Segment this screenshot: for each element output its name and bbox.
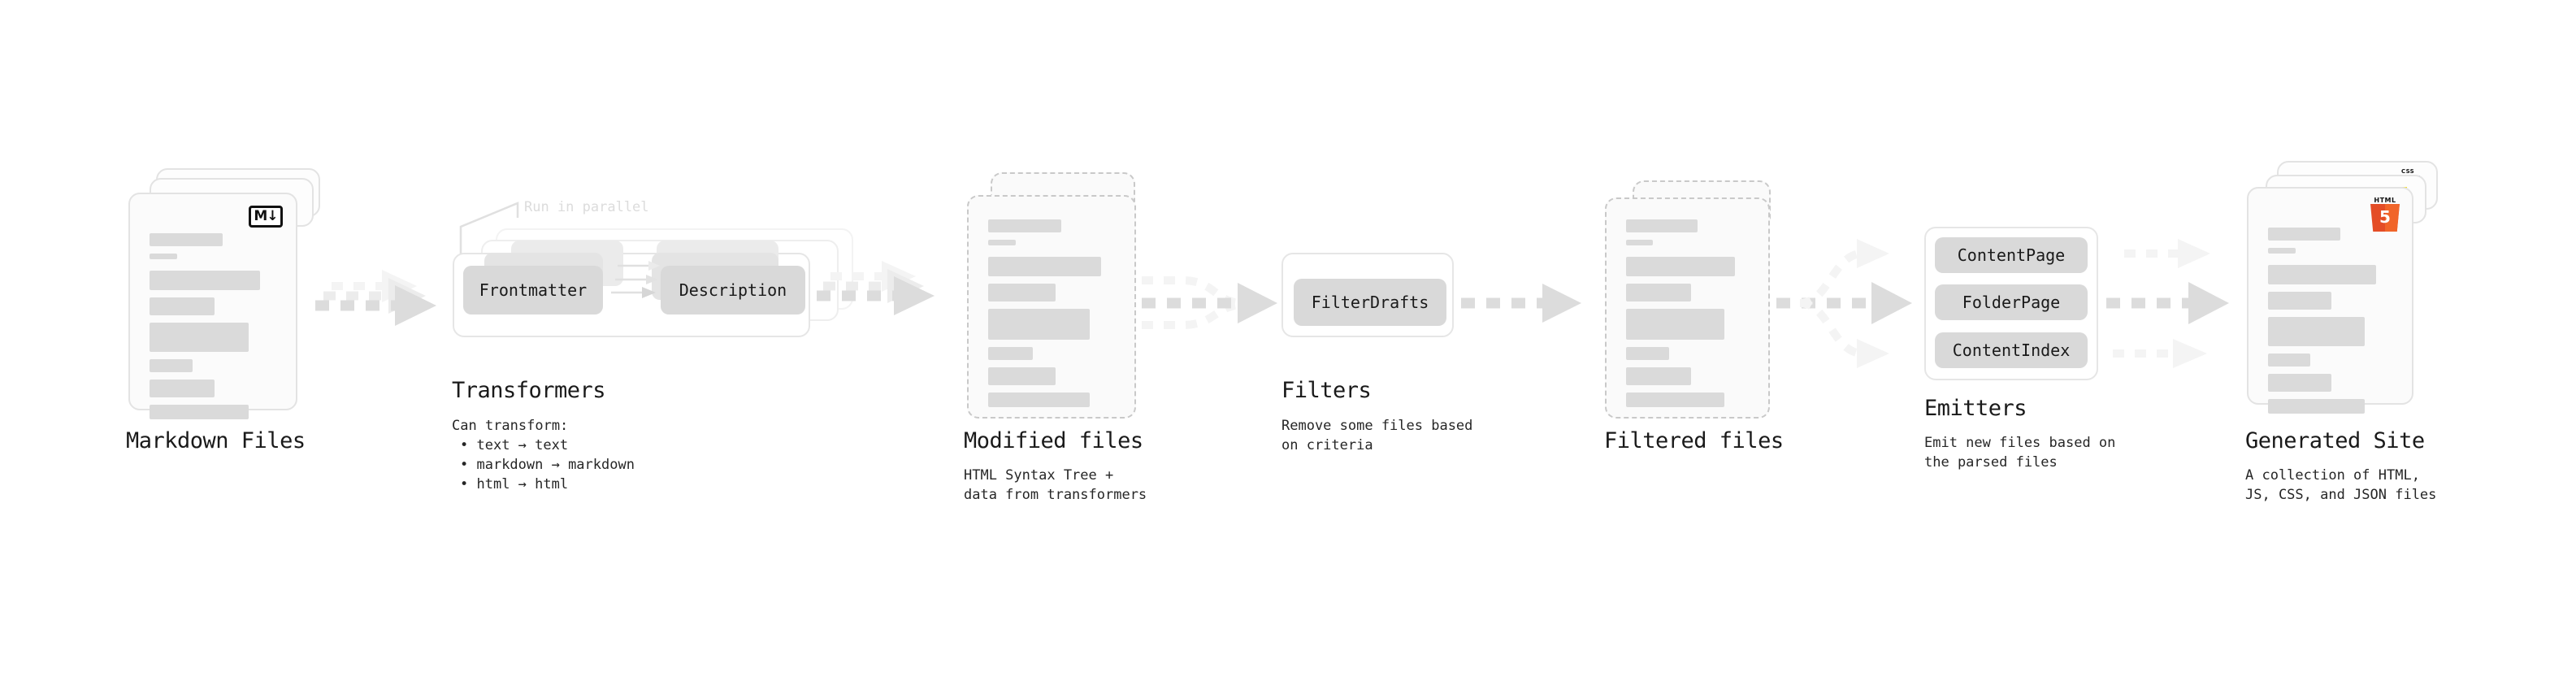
stage-caption-filtered-files: Filtered files	[1604, 428, 1784, 453]
transformers-bullet: text → text	[460, 436, 635, 455]
stage-caption-generated-site: Generated Site	[2245, 428, 2425, 453]
emitters-description: Emit new files based on the parsed files	[1924, 435, 2116, 471]
skeleton-lines	[2268, 228, 2392, 421]
skeleton-line	[2268, 248, 2296, 254]
connector-emitters-to-generated	[2106, 239, 2229, 368]
transformer-pill-frontmatter[interactable]: Frontmatter	[463, 266, 603, 314]
skeleton-line	[2268, 399, 2366, 414]
skeleton-line	[150, 405, 249, 419]
skeleton-line	[150, 254, 178, 259]
skeleton-line	[988, 347, 1033, 360]
stage-caption-filters: Filters	[1281, 378, 1372, 403]
skeleton-line	[988, 393, 1090, 407]
connector-modified-to-filters	[1142, 276, 1277, 329]
skeleton-line	[1626, 240, 1654, 245]
emitter-pill-folderpage[interactable]: FolderPage	[1935, 284, 2088, 320]
skeleton-line	[2268, 354, 2311, 367]
markdown-badge: M↓	[249, 206, 283, 228]
filter-pill-filterdrafts[interactable]: FilterDrafts	[1294, 279, 1446, 326]
skeleton-line	[2268, 317, 2366, 346]
emitter-pill-contentpage[interactable]: ContentPage	[1935, 237, 2088, 273]
stage-caption-transformers: Transformers	[452, 378, 606, 403]
skeleton-line	[2268, 292, 2332, 310]
skeleton-line	[2268, 374, 2332, 392]
skeleton-line	[988, 284, 1056, 301]
skeleton-line	[988, 257, 1101, 276]
skeleton-lines	[150, 233, 276, 427]
filters-description: Remove some files based on criteria	[1281, 418, 1473, 453]
transformers-bullet: html → html	[460, 475, 635, 494]
skeleton-line	[150, 297, 215, 315]
transformer-pill-description[interactable]: Description	[661, 266, 805, 314]
modified-file-card-front	[967, 195, 1136, 419]
skeleton-line	[150, 380, 215, 397]
skeleton-line	[988, 367, 1056, 385]
skeleton-line	[1626, 284, 1692, 301]
generated-site-description: A collection of HTML, JS, CSS, and JSON …	[2245, 467, 2437, 503]
skeleton-lines	[1626, 219, 1749, 414]
stage-caption-emitters: Emitters	[1924, 396, 2027, 421]
stage-caption-modified-files: Modified files	[964, 428, 1143, 453]
skeleton-line	[2268, 265, 2377, 284]
skeleton-line	[1626, 219, 1698, 232]
skeleton-line	[1626, 257, 1736, 276]
modified-files-description: HTML Syntax Tree + data from transformer…	[964, 467, 1147, 503]
skeleton-line	[988, 219, 1062, 232]
skeleton-line	[150, 323, 249, 352]
skeleton-line	[150, 233, 223, 246]
transformers-bullet: markdown → markdown	[460, 455, 634, 475]
html5-badge: HTML 5	[2370, 197, 2400, 232]
connector-filters-to-filtered	[1461, 284, 1581, 323]
emitter-pill-contentindex[interactable]: ContentIndex	[1935, 332, 2088, 368]
transformers-bullet-list: text → text markdown → markdown html → h…	[452, 436, 635, 494]
filtered-file-card-front	[1605, 197, 1770, 419]
generated-file-card-front: HTML 5	[2247, 187, 2413, 414]
skeleton-line	[1626, 393, 1724, 407]
skeleton-line	[988, 309, 1090, 340]
connector-filtered-to-emitters	[1776, 239, 1912, 368]
transformers-description: Can transform:	[452, 418, 569, 434]
stage-caption-markdown-files: Markdown Files	[126, 428, 306, 453]
markdown-file-card-front: M↓	[128, 193, 297, 419]
skeleton-line	[988, 240, 1017, 245]
connector-markdown-to-transformers	[315, 270, 436, 326]
skeleton-line	[1626, 367, 1692, 385]
skeleton-line	[2268, 228, 2340, 241]
skeleton-lines	[988, 219, 1115, 414]
skeleton-line	[1626, 347, 1669, 360]
skeleton-line	[150, 271, 260, 290]
skeleton-line	[150, 359, 193, 372]
run-in-parallel-label: Run in parallel	[524, 199, 649, 215]
skeleton-line	[1626, 309, 1724, 340]
